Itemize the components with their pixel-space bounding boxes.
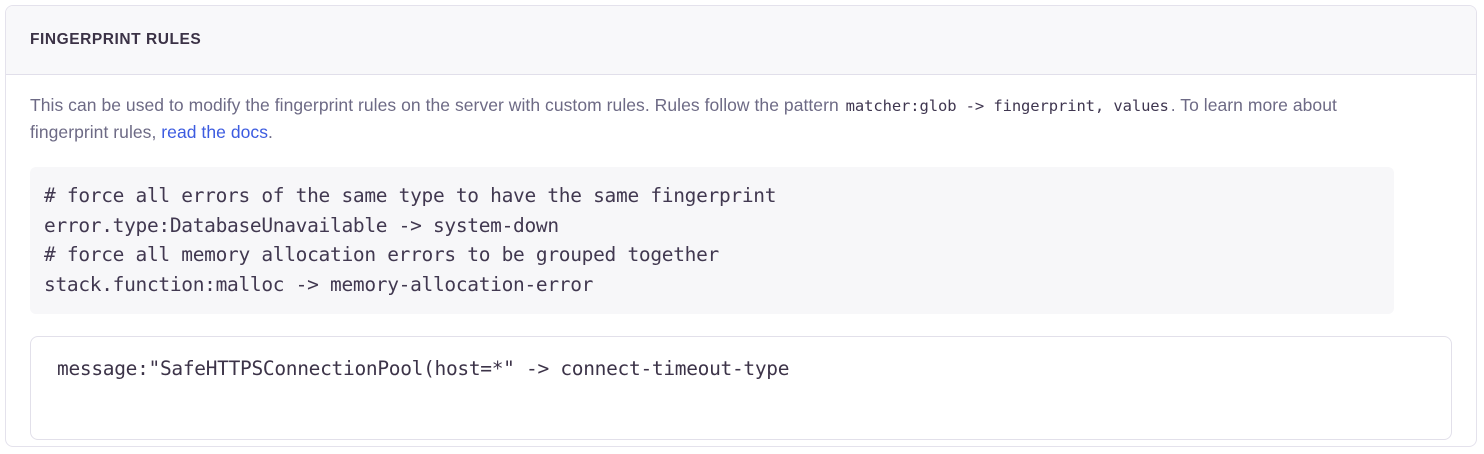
panel-description: This can be used to modify the fingerpri… [30,92,1380,145]
description-text-before-code: This can be used to modify the fingerpri… [30,95,844,115]
description-text-after-code: . To learn more about fingerprint rules, [30,95,1337,142]
panel-body: This can be used to modify the fingerpri… [6,75,1476,440]
read-the-docs-link[interactable]: read the docs [161,122,268,142]
example-rules-code-block: # force all errors of the same type to h… [30,167,1394,314]
panel-header: FINGERPRINT RULES [6,6,1476,75]
description-text-end: . [268,122,273,142]
fingerprint-rules-panel: FINGERPRINT RULES This can be used to mo… [5,5,1477,447]
fingerprint-rules-input[interactable] [30,336,1452,440]
page-title: FINGERPRINT RULES [30,31,202,49]
inline-code-pattern: matcher:glob -> fingerprint, values [845,97,1169,115]
